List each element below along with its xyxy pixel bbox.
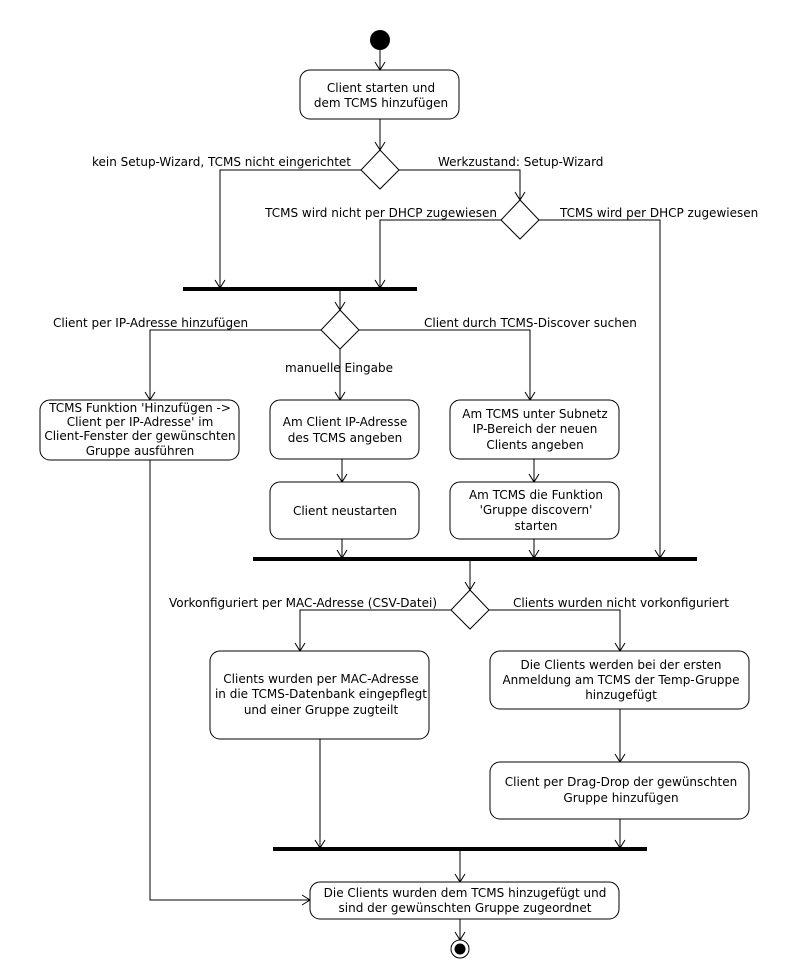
- decision-add-method: [320, 309, 360, 350]
- guard-preconfigured: Vorkonfiguriert per MAC-Adresse (CSV-Dat…: [169, 596, 437, 610]
- edge-decision2-left: [379, 219, 501, 288]
- action-temp-group-line-2: Anmeldung am TCMS der Temp-Gruppe: [502, 673, 739, 687]
- action-mac-db-line-3: und einer Gruppe zugteilt: [244, 703, 399, 717]
- action-temp-group-line-3: hinzugefügt: [585, 688, 657, 702]
- guard-no-dhcp: TCMS wird nicht per DHCP zugewiesen: [264, 206, 497, 220]
- action-tcms-function-line-2: Client per IP-Adresse' im: [67, 415, 214, 429]
- action-start-add-line-1: Client starten und: [327, 81, 435, 95]
- action-start-add-line-2: dem TCMS hinzufügen: [314, 96, 448, 110]
- action-tcms-function-line-1: TCMS Funktion 'Hinzufügen ->: [48, 401, 231, 415]
- decision-dhcp: [500, 199, 540, 240]
- action-final-line-1: Die Clients wurden dem TCMS hinzugefügt …: [324, 886, 607, 900]
- join-bar-1: [183, 287, 417, 291]
- edges: [149, 49, 661, 940]
- action-client-ip: Am Client IP-Adresse des TCMS angeben: [269, 399, 420, 460]
- action-temp-group: Die Clients werden bei der ersten Anmeld…: [489, 650, 750, 710]
- edge-decision3-right: [359, 329, 531, 400]
- decision-preconfigured: [450, 589, 490, 630]
- action-client-restart-line-1: Client neustarten: [293, 504, 397, 518]
- action-tcms-subnet: Am TCMS unter Subnetz IP-Bereich der neu…: [449, 399, 620, 460]
- action-mac-db-line-1: Clients wurden per MAC-Adresse: [223, 672, 418, 686]
- action-tcms-discover-line-2: 'Gruppe discovern': [480, 503, 593, 517]
- action-tcms-subnet-line-3: Clients angeben: [486, 438, 583, 452]
- action-client-restart: Client neustarten: [269, 481, 420, 540]
- guard-factory: Werkzustand: Setup-Wizard: [438, 155, 603, 169]
- action-tcms-discover-line-3: starten: [515, 519, 558, 533]
- action-tcms-function: TCMS Funktion 'Hinzufügen -> Client per …: [39, 399, 240, 461]
- action-final: Die Clients wurden dem TCMS hinzugefügt …: [309, 881, 620, 920]
- guard-dhcp: TCMS wird per DHCP zugewiesen: [559, 206, 758, 220]
- edge-decision1-right: [399, 169, 521, 200]
- join-bar-3: [273, 847, 647, 851]
- guard-no-wizard: kein Setup-Wizard, TCMS nicht eingericht…: [92, 155, 351, 169]
- action-tcms-subnet-line-1: Am TCMS unter Subnetz: [462, 407, 607, 421]
- final-node: [450, 939, 470, 959]
- guard-manual: manuelle Eingabe: [285, 361, 393, 375]
- edge-decision4-left: [299, 609, 451, 651]
- action-final-line-2: sind der gewünschten Gruppe zugeordnet: [339, 901, 592, 915]
- action-drag-drop-line-2: Gruppe hinzufügen: [563, 791, 678, 805]
- guard-by-discover: Client durch TCMS-Discover suchen: [424, 316, 637, 330]
- action-tcms-subnet-line-2: IP-Bereich der neuen: [473, 422, 598, 436]
- edge-decision4-right: [489, 609, 621, 651]
- action-client-ip-line-2: des TCMS angeben: [288, 431, 402, 445]
- action-tcms-function-line-4: Gruppe ausführen: [86, 444, 195, 458]
- action-tcms-discover-line-1: Am TCMS die Funktion: [469, 488, 603, 502]
- action-tcms-function-line-3: Client-Fenster der gewünschten: [44, 429, 235, 443]
- action-drag-drop-line-1: Client per Drag-Drop der gewünschten: [505, 775, 737, 789]
- initial-node: [370, 30, 390, 50]
- guard-by-ip: Client per IP-Adresse hinzufügen: [53, 316, 248, 330]
- action-client-ip-line-1: Am Client IP-Adresse: [283, 415, 407, 429]
- action-tcms-discover: Am TCMS die Funktion 'Gruppe discovern' …: [449, 481, 620, 540]
- action-mac-db-line-2: in die TCMS-Datenbank eingepflegt: [215, 687, 427, 701]
- join-bar-2: [253, 557, 697, 561]
- action-temp-group-line-1: Die Clients werden bei der ersten: [520, 658, 721, 672]
- edge-decision3-left: [149, 329, 321, 400]
- edge-decision2-right: [539, 219, 661, 558]
- action-start-add: Client starten und dem TCMS hinzufügen: [299, 69, 460, 120]
- action-mac-db: Clients wurden per MAC-Adresse in die TC…: [209, 650, 430, 740]
- decision-setup-wizard: [360, 149, 400, 190]
- edge-decision1-left: [219, 169, 361, 288]
- action-drag-drop: Client per Drag-Drop der gewünschten Gru…: [489, 761, 750, 820]
- edge-tcmsfunc-to-final: [149, 460, 310, 901]
- guard-not-preconfigured: Clients wurden nicht vorkonfiguriert: [513, 596, 729, 610]
